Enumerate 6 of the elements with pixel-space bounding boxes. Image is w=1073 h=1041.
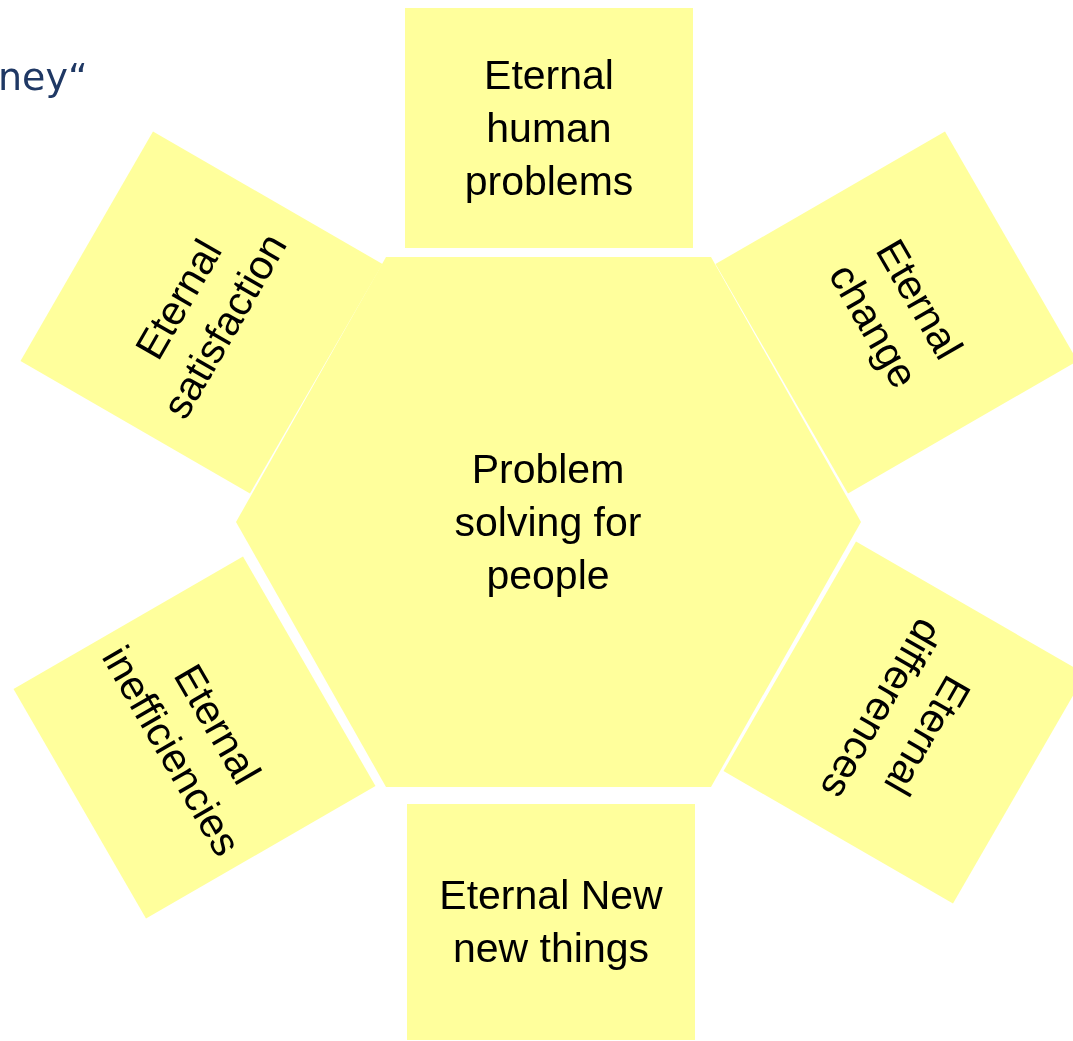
node-text: Eternal New new things [438,871,664,973]
node-text: Eternal human problems [463,50,635,206]
title-fragment: ney“ [0,55,88,99]
note-square [405,8,693,248]
note-square [407,804,695,1040]
node-text: Problem solving for people [453,444,643,600]
